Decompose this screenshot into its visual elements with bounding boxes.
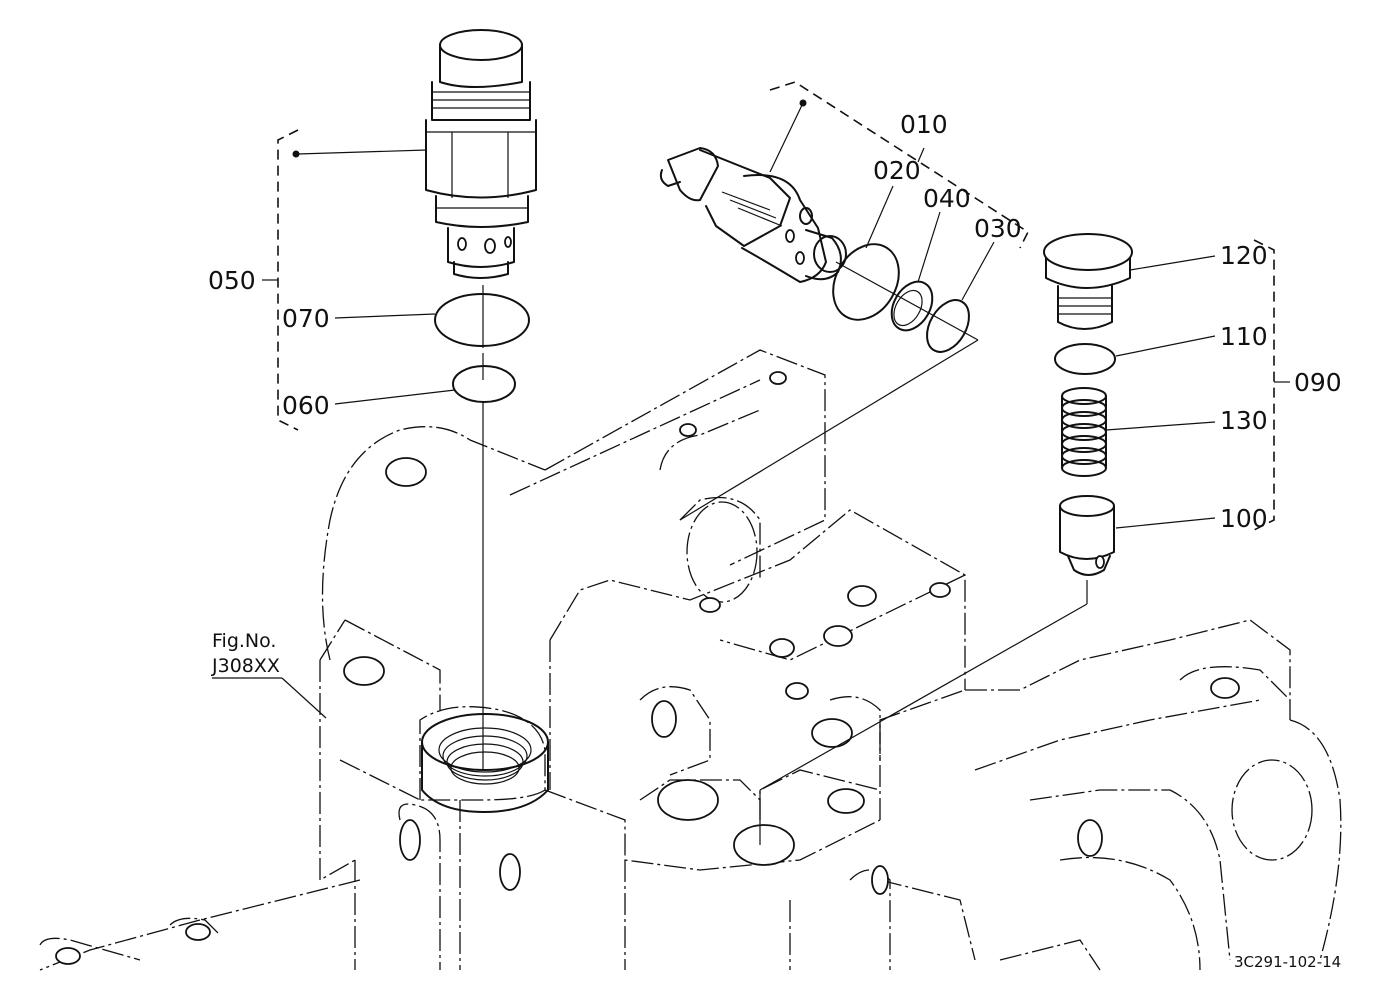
part-label-090: 090 [1294,368,1342,397]
spring-130 [1061,387,1107,477]
leader-070 [334,313,436,319]
housing-outline [39,349,1342,971]
fig-ref-line1: Fig.No. [212,630,277,652]
part-label-100: 100 [1220,504,1268,533]
leader-060 [334,389,456,405]
part-label-030: 030 [974,214,1022,243]
leader-030 [961,241,995,301]
valve-cartridge-050 [425,29,537,279]
centerline-010b [679,339,979,521]
part-label-060: 060 [282,391,330,420]
housing-holes [55,371,1240,965]
drawing-number: 3C291-102-14 [1234,953,1342,971]
bracket-050 [277,129,299,431]
o-ring-030 [926,299,970,353]
leader-010-dot [769,102,804,173]
leader-130 [1105,421,1216,431]
bracket-010 [769,81,1030,249]
centerline-010 [835,261,979,341]
part-label-050: 050 [208,266,256,295]
leader-120 [1129,255,1216,271]
leader-020 [865,185,894,249]
fig-ref-line2: J308XX [212,655,280,677]
o-ring-110 [1054,343,1116,375]
part-label-120: 120 [1220,241,1268,270]
o-ring-020 [832,243,900,321]
o-ring-060 [452,365,516,403]
centerline-090b [759,603,1088,791]
part-label-130: 130 [1220,406,1268,435]
part-label-010: 010 [900,110,948,139]
o-ring-070 [434,293,530,347]
leader-040 [917,211,941,283]
fig-ref-leader [281,677,327,719]
leader-050-dot [297,149,428,155]
part-label-110: 110 [1220,322,1268,351]
part-label-040: 040 [923,184,971,213]
backup-ring-040 [890,280,934,332]
leader-110 [1115,335,1216,357]
leader-010 [917,147,925,163]
valve-cartridge-010 [659,147,847,283]
poppet-100 [1059,495,1115,576]
bracket-090 [1253,239,1275,531]
plug-120 [1043,233,1133,330]
threaded-port [421,713,549,813]
part-label-070: 070 [282,304,330,333]
leader-100 [1115,517,1216,529]
part-label-020: 020 [873,156,921,185]
bullet-050 [292,150,300,158]
